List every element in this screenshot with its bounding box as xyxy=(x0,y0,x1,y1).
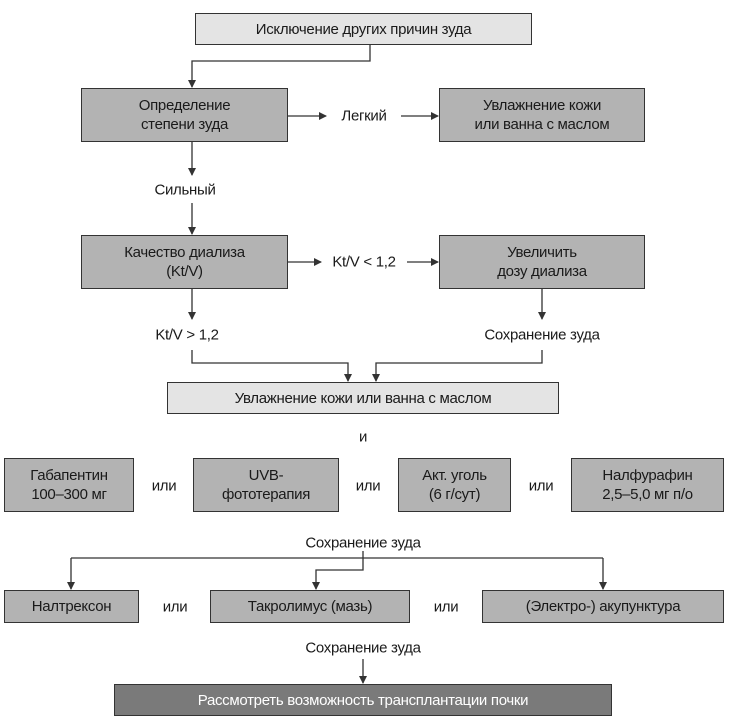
label-persist-2: Сохранение зуда xyxy=(305,534,421,552)
node-text: Определение степени зуда xyxy=(138,97,231,133)
node-tacrolimus: Такролимус (мазь) xyxy=(210,590,410,623)
arrow-ktv-high-to-moist2 xyxy=(191,350,352,382)
label-ktv-low: Kt/V < 1,2 xyxy=(332,253,396,271)
arrow-exclude-to-assess xyxy=(188,45,371,88)
label-or: или xyxy=(433,598,459,616)
label-or: или xyxy=(151,477,177,495)
node-nalfurafine: Налфурафин 2,5–5,0 мг п/о xyxy=(571,458,724,512)
node-moisturize-2: Увлажнение кожи или ванна с маслом xyxy=(167,382,559,414)
node-text: (Электро-) акупунктура xyxy=(525,598,681,615)
node-text: Увлажнение кожи или ванна с маслом xyxy=(474,97,610,133)
node-text: Налтрексон xyxy=(31,598,112,615)
node-text: UVB- фототерапия xyxy=(221,467,311,503)
label-persist-3: Сохранение зуда xyxy=(305,639,421,657)
label-mild: Легкий xyxy=(341,107,387,125)
node-uvb: UVB- фототерапия xyxy=(193,458,339,512)
label-persist-1: Сохранение зуда xyxy=(484,326,600,344)
node-text: Габапентин 100–300 мг xyxy=(30,467,108,503)
node-naltrexone: Налтрексон xyxy=(4,590,139,623)
node-text: Такролимус (мазь) xyxy=(247,598,373,615)
arrow-to-tacrolimus xyxy=(312,551,364,590)
node-moisturize-1: Увлажнение кожи или ванна с маслом xyxy=(439,88,645,142)
label-ktv-high: Kt/V > 1,2 xyxy=(155,326,219,344)
node-text: Рассмотреть возможность трансплантации п… xyxy=(197,691,529,709)
label-or: или xyxy=(355,477,381,495)
node-text: Качество диализа (Kt/V) xyxy=(124,244,245,280)
node-text: Увеличить дозу диализа xyxy=(497,244,587,280)
node-increase-dose: Увеличить дозу диализа xyxy=(439,235,645,289)
node-text: Исключение других причин зуда xyxy=(255,20,472,38)
node-gabapentin: Габапентин 100–300 мг xyxy=(4,458,134,512)
node-charcoal: Акт. уголь (6 г/сут) xyxy=(398,458,511,512)
node-acupuncture: (Электро-) акупунктура xyxy=(482,590,724,623)
label-and: и xyxy=(358,428,368,446)
node-text: Акт. уголь (6 г/сут) xyxy=(422,467,487,503)
label-or: или xyxy=(162,598,188,616)
node-text: Увлажнение кожи или ванна с маслом xyxy=(234,389,492,407)
node-dialysis-quality: Качество диализа (Kt/V) xyxy=(81,235,288,289)
node-transplant: Рассмотреть возможность трансплантации п… xyxy=(114,684,612,716)
label-or: или xyxy=(528,477,554,495)
node-exclude-other-causes: Исключение других причин зуда xyxy=(195,13,532,45)
node-assess-severity: Определение степени зуда xyxy=(81,88,288,142)
label-severe: Сильный xyxy=(154,181,216,199)
node-text: Налфурафин 2,5–5,0 мг п/о xyxy=(602,467,693,503)
arrow-persist-to-moist2 xyxy=(372,350,543,382)
